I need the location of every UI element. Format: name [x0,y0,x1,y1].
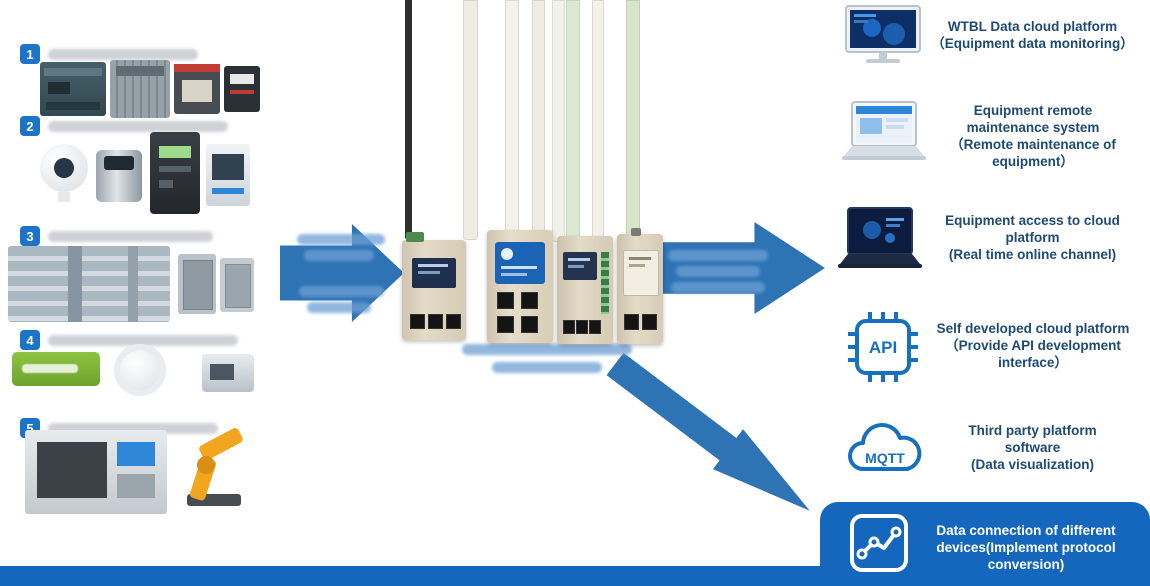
gateway-device-2 [487,230,553,343]
cnc-machine-photo [25,430,167,514]
ethernet-port [624,314,639,330]
antenna [626,0,640,240]
antenna [592,0,604,238]
platform-item-text: WTBL Data cloud platform （Equipment data… [931,19,1134,51]
antenna [532,0,545,238]
laptop-cloud-icon [838,207,922,268]
blurred-protocol-text [304,250,374,261]
ethernet-port [642,314,657,330]
machine-photo [206,144,250,206]
sensor-photo [202,354,254,392]
blurred-protocol-text [297,234,385,245]
ethernet-port [576,320,588,334]
flow-sensor-photo [96,150,142,202]
platform-item-text: Data connection of different devices(Imp… [936,523,1116,572]
badge-4: 4 [20,330,40,350]
blurred-protocol-text [299,286,384,297]
monitor-dashboard-icon [845,5,921,63]
plc-devices-photo [40,60,260,120]
platform-item-text: Self developed cloud platform （Provide A… [936,321,1130,370]
controller-photo [174,64,220,114]
badge-3: 3 [20,226,40,246]
platform-item-text: Third party platform software (Data visu… [968,423,1097,472]
tag-sensor-photo [12,344,254,400]
blurred-label-2 [48,121,228,132]
laptop-remote-icon [842,101,926,160]
blurred-protocol-text [307,302,371,313]
blurred-uplink-text [676,266,760,277]
ethernet-port [497,292,514,309]
device-label [495,242,545,284]
terminal-block [406,232,424,242]
ethernet-port [410,314,425,329]
camera-photo [40,144,88,202]
blurred-product-name [462,344,632,355]
plc-unit-photo [40,62,106,116]
gateway-device-1 [402,232,466,340]
gateway-device-3 [557,236,613,344]
device-label [563,252,597,280]
smoke-detector-photo [114,344,166,396]
device-label [623,250,659,296]
blurred-product-name [492,362,602,373]
antenna [552,0,565,242]
blurred-uplink-text [671,282,765,293]
pipeline-photo [8,246,170,322]
mqtt-cloud-icon: MQTT [848,423,922,471]
control-cabinet-photo-2 [220,258,254,312]
robot-arm-photo [177,426,257,514]
ethernet-port [589,320,601,334]
plant-equipment-photo [8,242,256,326]
badge-1: 1 [20,44,40,64]
sensor-devices-photo [38,132,253,217]
ethernet-port [521,292,538,309]
svg-text:API: API [869,338,897,357]
rfid-tag-photo [12,352,100,386]
ethernet-port [497,316,514,333]
control-cabinet-photo [178,254,216,314]
badge-2: 2 [20,116,40,136]
svg-text:MQTT: MQTT [865,450,905,466]
arrow-gateway-to-protocol [600,344,825,531]
api-chip-icon: API [848,312,918,382]
antenna-connector [631,228,641,236]
drive-unit-photo [224,66,260,112]
antenna [505,0,519,236]
blurred-label-5 [48,423,218,434]
cnc-robot-photo [25,426,257,516]
gateway-device-4 [617,228,663,344]
blurred-uplink-text [668,250,768,261]
protocol-chart-icon [850,514,908,572]
device-label [412,258,456,288]
plc-rack-photo [110,60,170,118]
terminal-strip [601,252,609,314]
energy-meter-photo [150,132,200,214]
blurred-label-4 [48,335,238,346]
ethernet-port [446,314,461,329]
blurred-label-1 [48,49,198,60]
antenna [463,0,478,240]
antenna [405,0,412,240]
platform-item-text: Equipment access to cloud platform (Real… [945,213,1120,262]
ethernet-port [563,320,575,334]
ethernet-port [521,316,538,333]
platform-item-text: Equipment remote maintenance system （Rem… [950,103,1116,169]
blurred-label-3 [48,231,213,242]
ethernet-port [428,314,443,329]
antenna [566,0,580,242]
